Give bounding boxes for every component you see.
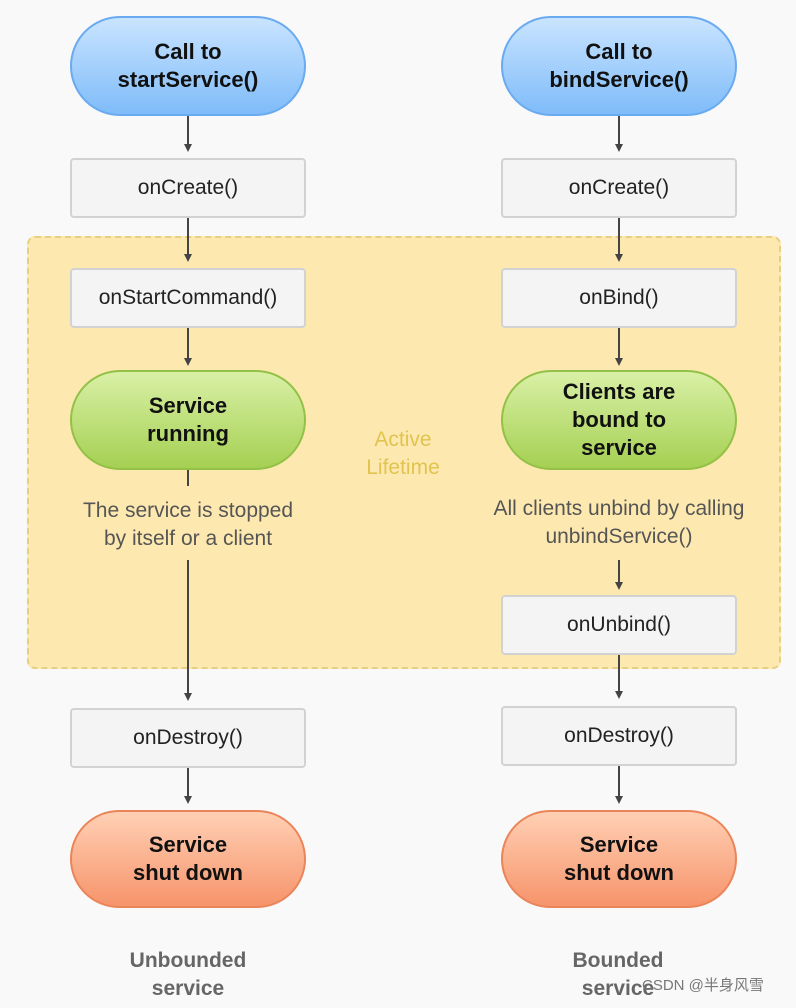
left-start-label: Call to startService() — [117, 39, 259, 92]
right-bound-label: Clients are bound to service — [562, 379, 676, 460]
right-shutdown-node: Service shut down — [501, 810, 737, 908]
left-onstartcommand-box: onStartCommand() — [70, 268, 306, 328]
left-ondestroy-box: onDestroy() — [70, 708, 306, 768]
left-shutdown-node: Service shut down — [70, 810, 306, 908]
left-running-label: Service running — [147, 393, 229, 446]
csdn-watermark: CSDN @半身风雪 — [642, 977, 764, 994]
left-column-label: Unbounded service — [129, 949, 247, 1000]
left-running-node: Service running — [70, 370, 306, 470]
right-ondestroy-box: onDestroy() — [501, 706, 737, 766]
right-unbind-note: All clients unbind by calling unbindServ… — [493, 497, 745, 548]
right-onunbind-box: onUnbind() — [501, 595, 737, 655]
left-oncreate-box: onCreate() — [70, 158, 306, 218]
active-lifetime-label: Active Lifetime — [366, 428, 440, 479]
right-shutdown-label: Service shut down — [564, 832, 674, 885]
right-oncreate-box: onCreate() — [501, 158, 737, 218]
right-bound-node: Clients are bound to service — [501, 370, 737, 470]
right-start-label: Call to bindService() — [549, 39, 689, 92]
left-start-node: Call to startService() — [70, 16, 306, 116]
right-column-label: Bounded service — [572, 949, 664, 1000]
right-start-node: Call to bindService() — [501, 16, 737, 116]
right-onbind-box: onBind() — [501, 268, 737, 328]
left-stop-note: The service is stopped by itself or a cl… — [82, 499, 294, 550]
left-shutdown-label: Service shut down — [133, 832, 243, 885]
